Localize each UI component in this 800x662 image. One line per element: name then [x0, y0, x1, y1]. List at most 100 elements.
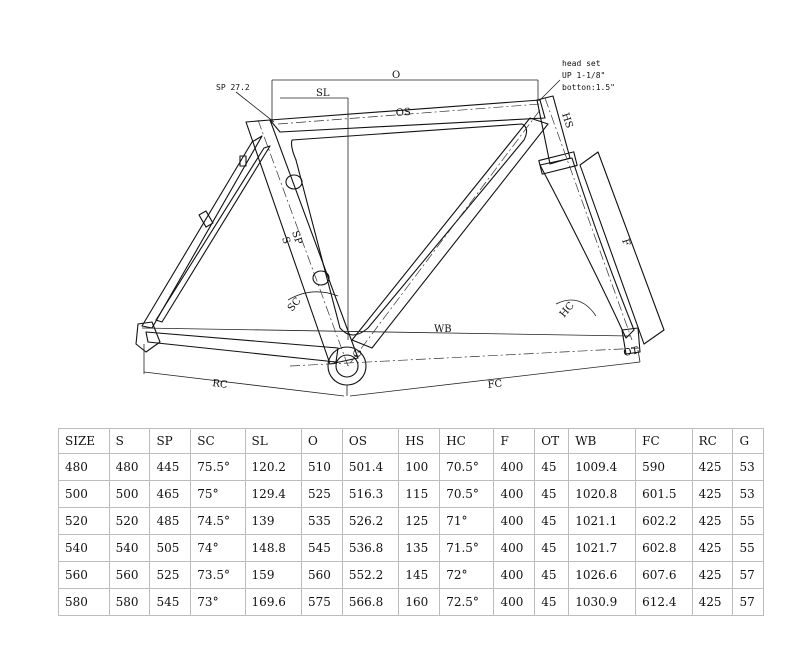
table-cell: 73.5° — [190, 561, 246, 589]
table-cell: 580 — [58, 588, 110, 616]
label-sp: SP — [289, 230, 304, 247]
table-cell: 425 — [691, 453, 734, 481]
wb-line — [141, 327, 631, 337]
table-cell: 1026.6 — [568, 561, 637, 589]
label-s: S — [279, 236, 292, 246]
table-cell: 145 — [398, 561, 441, 589]
table-cell: 45 — [534, 588, 570, 616]
table-cell: 160 — [398, 588, 441, 616]
header-cell: SP — [149, 428, 192, 454]
label-hc: HC — [558, 300, 577, 320]
table-cell: 400 — [493, 588, 536, 616]
label-sl: SL — [316, 88, 330, 99]
seat-stay-inner — [155, 145, 271, 323]
table-cell: 1009.4 — [568, 453, 637, 481]
table-cell: 540 — [58, 534, 110, 562]
table-cell: 510 — [301, 453, 343, 481]
table-cell: 501.4 — [341, 453, 400, 481]
table-cell: 516.3 — [341, 480, 400, 508]
table-cell: 72.5° — [439, 588, 495, 616]
table-cell: 602.2 — [635, 507, 693, 535]
header-cell: SIZE — [58, 428, 110, 454]
table-cell: 545 — [149, 588, 192, 616]
table-cell: 535 — [301, 507, 343, 535]
table-row: 540 540 505 74° 148.8 545 536.8 135 71.5… — [58, 534, 764, 562]
table-cell: 480 — [58, 453, 110, 481]
header-cell: O — [301, 428, 343, 454]
header-cell: OS — [341, 428, 400, 454]
label-rc: RC — [212, 378, 229, 391]
table-cell: 71.5° — [439, 534, 495, 562]
sc-angle-arc — [287, 291, 339, 301]
header-cell: OT — [534, 428, 570, 454]
table-cell: 500 — [58, 480, 110, 508]
label-wb: WB — [434, 324, 452, 335]
hc-angle-arc — [555, 299, 597, 317]
table-cell: 1021.7 — [568, 534, 637, 562]
table-cell: 45 — [534, 561, 570, 589]
headset-up: UP 1-1/8" — [562, 71, 605, 80]
label-o: O — [392, 70, 400, 81]
table-cell: 70.5° — [439, 480, 495, 508]
table-cell: 580 — [108, 588, 151, 616]
table-cell: 73° — [190, 588, 246, 616]
top-tube — [269, 99, 546, 133]
table-cell: 602.8 — [635, 534, 693, 562]
cable-port — [285, 174, 303, 190]
table-cell: 612.4 — [635, 588, 693, 616]
label-ot: OT — [623, 345, 640, 358]
table-cell: 72° — [439, 561, 495, 589]
table-cell: 445 — [149, 453, 192, 481]
table-cell: 129.4 — [244, 480, 303, 508]
table-cell: 45 — [534, 534, 570, 562]
bottom-bracket-inner — [335, 354, 359, 378]
table-cell: 135 — [398, 534, 441, 562]
headset-leader — [539, 79, 561, 101]
table-cell: 540 — [108, 534, 151, 562]
table-cell: 57 — [732, 561, 764, 589]
bb-horizontal — [289, 347, 641, 367]
header-cell: HC — [439, 428, 495, 454]
down-center-line — [347, 109, 541, 367]
steer-center-line — [544, 97, 633, 341]
headset-bottom: botton:1.5" — [562, 83, 615, 92]
table-cell: 57 — [732, 588, 764, 616]
table-cell: 480 — [108, 453, 151, 481]
header-cell: SC — [190, 428, 246, 454]
table-cell: 115 — [398, 480, 441, 508]
table-cell: 75° — [190, 480, 246, 508]
table-cell: 45 — [534, 480, 570, 508]
sp-spec-label: SP 27.2 — [216, 83, 250, 92]
table-cell: 53 — [732, 480, 764, 508]
bottle-boss — [198, 210, 214, 228]
table-cell: 520 — [58, 507, 110, 535]
table-cell: 520 — [108, 507, 151, 535]
table-cell: 169.6 — [244, 588, 303, 616]
table-cell: 545 — [301, 534, 343, 562]
table-cell: 552.2 — [341, 561, 400, 589]
ext-front — [637, 349, 641, 363]
table-cell: 425 — [691, 534, 734, 562]
table-cell: 607.6 — [635, 561, 693, 589]
table-cell: 560 — [58, 561, 110, 589]
table-cell: 601.5 — [635, 480, 693, 508]
table-cell: 75.5° — [190, 453, 246, 481]
table-cell: 70.5° — [439, 453, 495, 481]
table-cell: 526.2 — [341, 507, 400, 535]
sp-leader — [235, 91, 275, 123]
header-cell: RC — [691, 428, 734, 454]
table-cell: 400 — [493, 534, 536, 562]
table-cell: 500 — [108, 480, 151, 508]
rear-dropout — [135, 321, 161, 353]
table-cell: 425 — [691, 480, 734, 508]
table-row: 500 500 465 75° 129.4 525 516.3 115 70.5… — [58, 480, 764, 508]
cable-port-2 — [312, 270, 330, 286]
table-cell: 74.5° — [190, 507, 246, 535]
table-row: 520 520 485 74.5° 139 535 526.2 125 71° … — [58, 507, 764, 535]
front-dropout — [621, 327, 641, 355]
table-row: 560 560 525 73.5° 159 560 552.2 145 72° … — [58, 561, 764, 589]
label-g: G — [352, 349, 364, 359]
header-cell: FC — [635, 428, 693, 454]
chain-stay — [145, 331, 339, 363]
label-hs: HS — [559, 112, 574, 130]
